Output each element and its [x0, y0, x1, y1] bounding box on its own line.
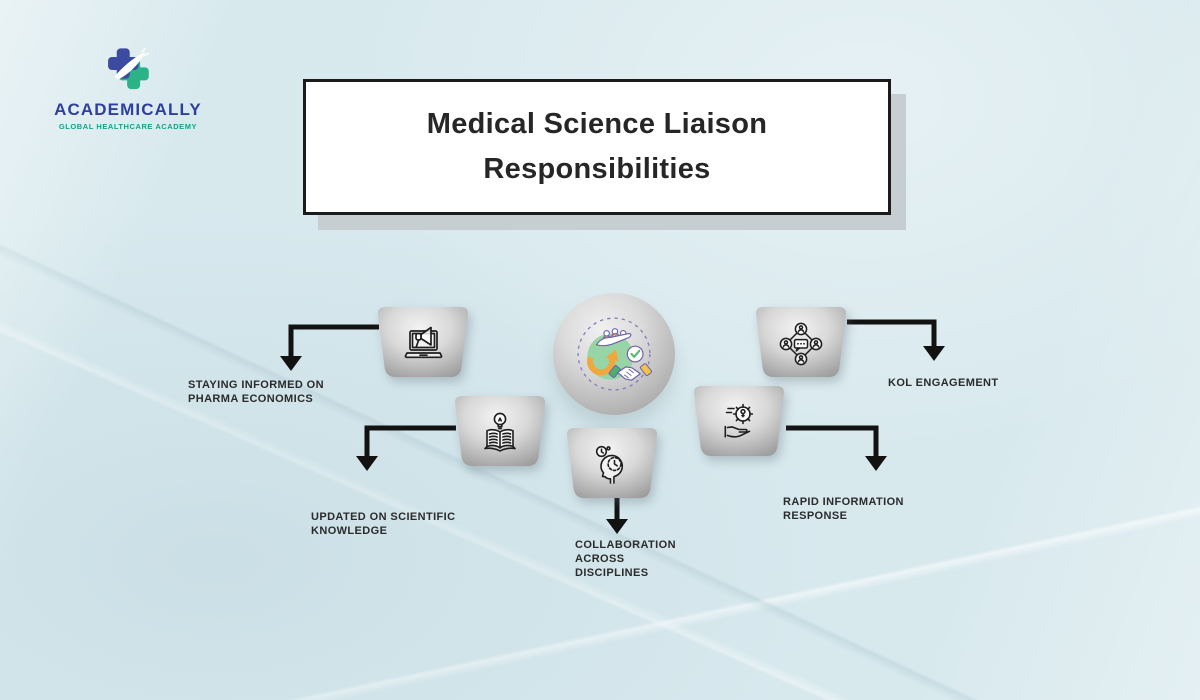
book-lightbulb-icon [484, 412, 516, 452]
arrow-scientific-knowledge [356, 425, 456, 471]
logo-medical-cross-icon [102, 44, 154, 96]
trapezoid-shape [694, 386, 784, 456]
title-box: Medical Science Liaison Responsibilities [303, 79, 891, 215]
collaboration-handshake-illustration-icon [577, 317, 652, 391]
logo: ACADEMICALLY GLOBAL HEALTHCARE ACADEMY [28, 44, 228, 131]
label-updated-on-scientific-knowledge: UPDATED ON SCIENTIFIC KNOWLEDGE [311, 511, 456, 537]
center-node [553, 293, 675, 415]
logo-tagline: GLOBAL HEALTHCARE ACADEMY [58, 122, 198, 131]
arrow-kol-engagement [847, 319, 946, 361]
label-staying-informed-on-pharma-economics: STAYING INFORMED ON PHARMA ECONOMICS [188, 379, 324, 405]
laptop-megaphone-icon [404, 326, 443, 359]
node-collaboration-across-disciplines [564, 427, 660, 499]
node-staying-informed-on-pharma-economics [375, 306, 471, 378]
node-kol-engagement [753, 306, 849, 378]
label-rapid-information-response: RAPID INFORMATION RESPONSE [783, 496, 904, 522]
label-kol-engagement: KOL ENGAGEMENT [888, 377, 999, 389]
network-people-icon [779, 322, 823, 366]
hand-gear-icon [724, 403, 754, 438]
trapezoid-shape [455, 396, 545, 466]
head-clock-icon [595, 445, 624, 484]
page-title: Medical Science Liaison Responsibilities [426, 108, 768, 185]
node-updated-on-scientific-knowledge [452, 395, 548, 467]
arrow-rapid-response [786, 425, 888, 471]
arrow-pharma-economics [280, 324, 379, 371]
label-collaboration-across-disciplines: COLLABORATION ACROSS DISCIPLINES [575, 539, 676, 579]
node-rapid-information-response [691, 385, 787, 457]
logo-name: ACADEMICALLY [54, 100, 202, 119]
